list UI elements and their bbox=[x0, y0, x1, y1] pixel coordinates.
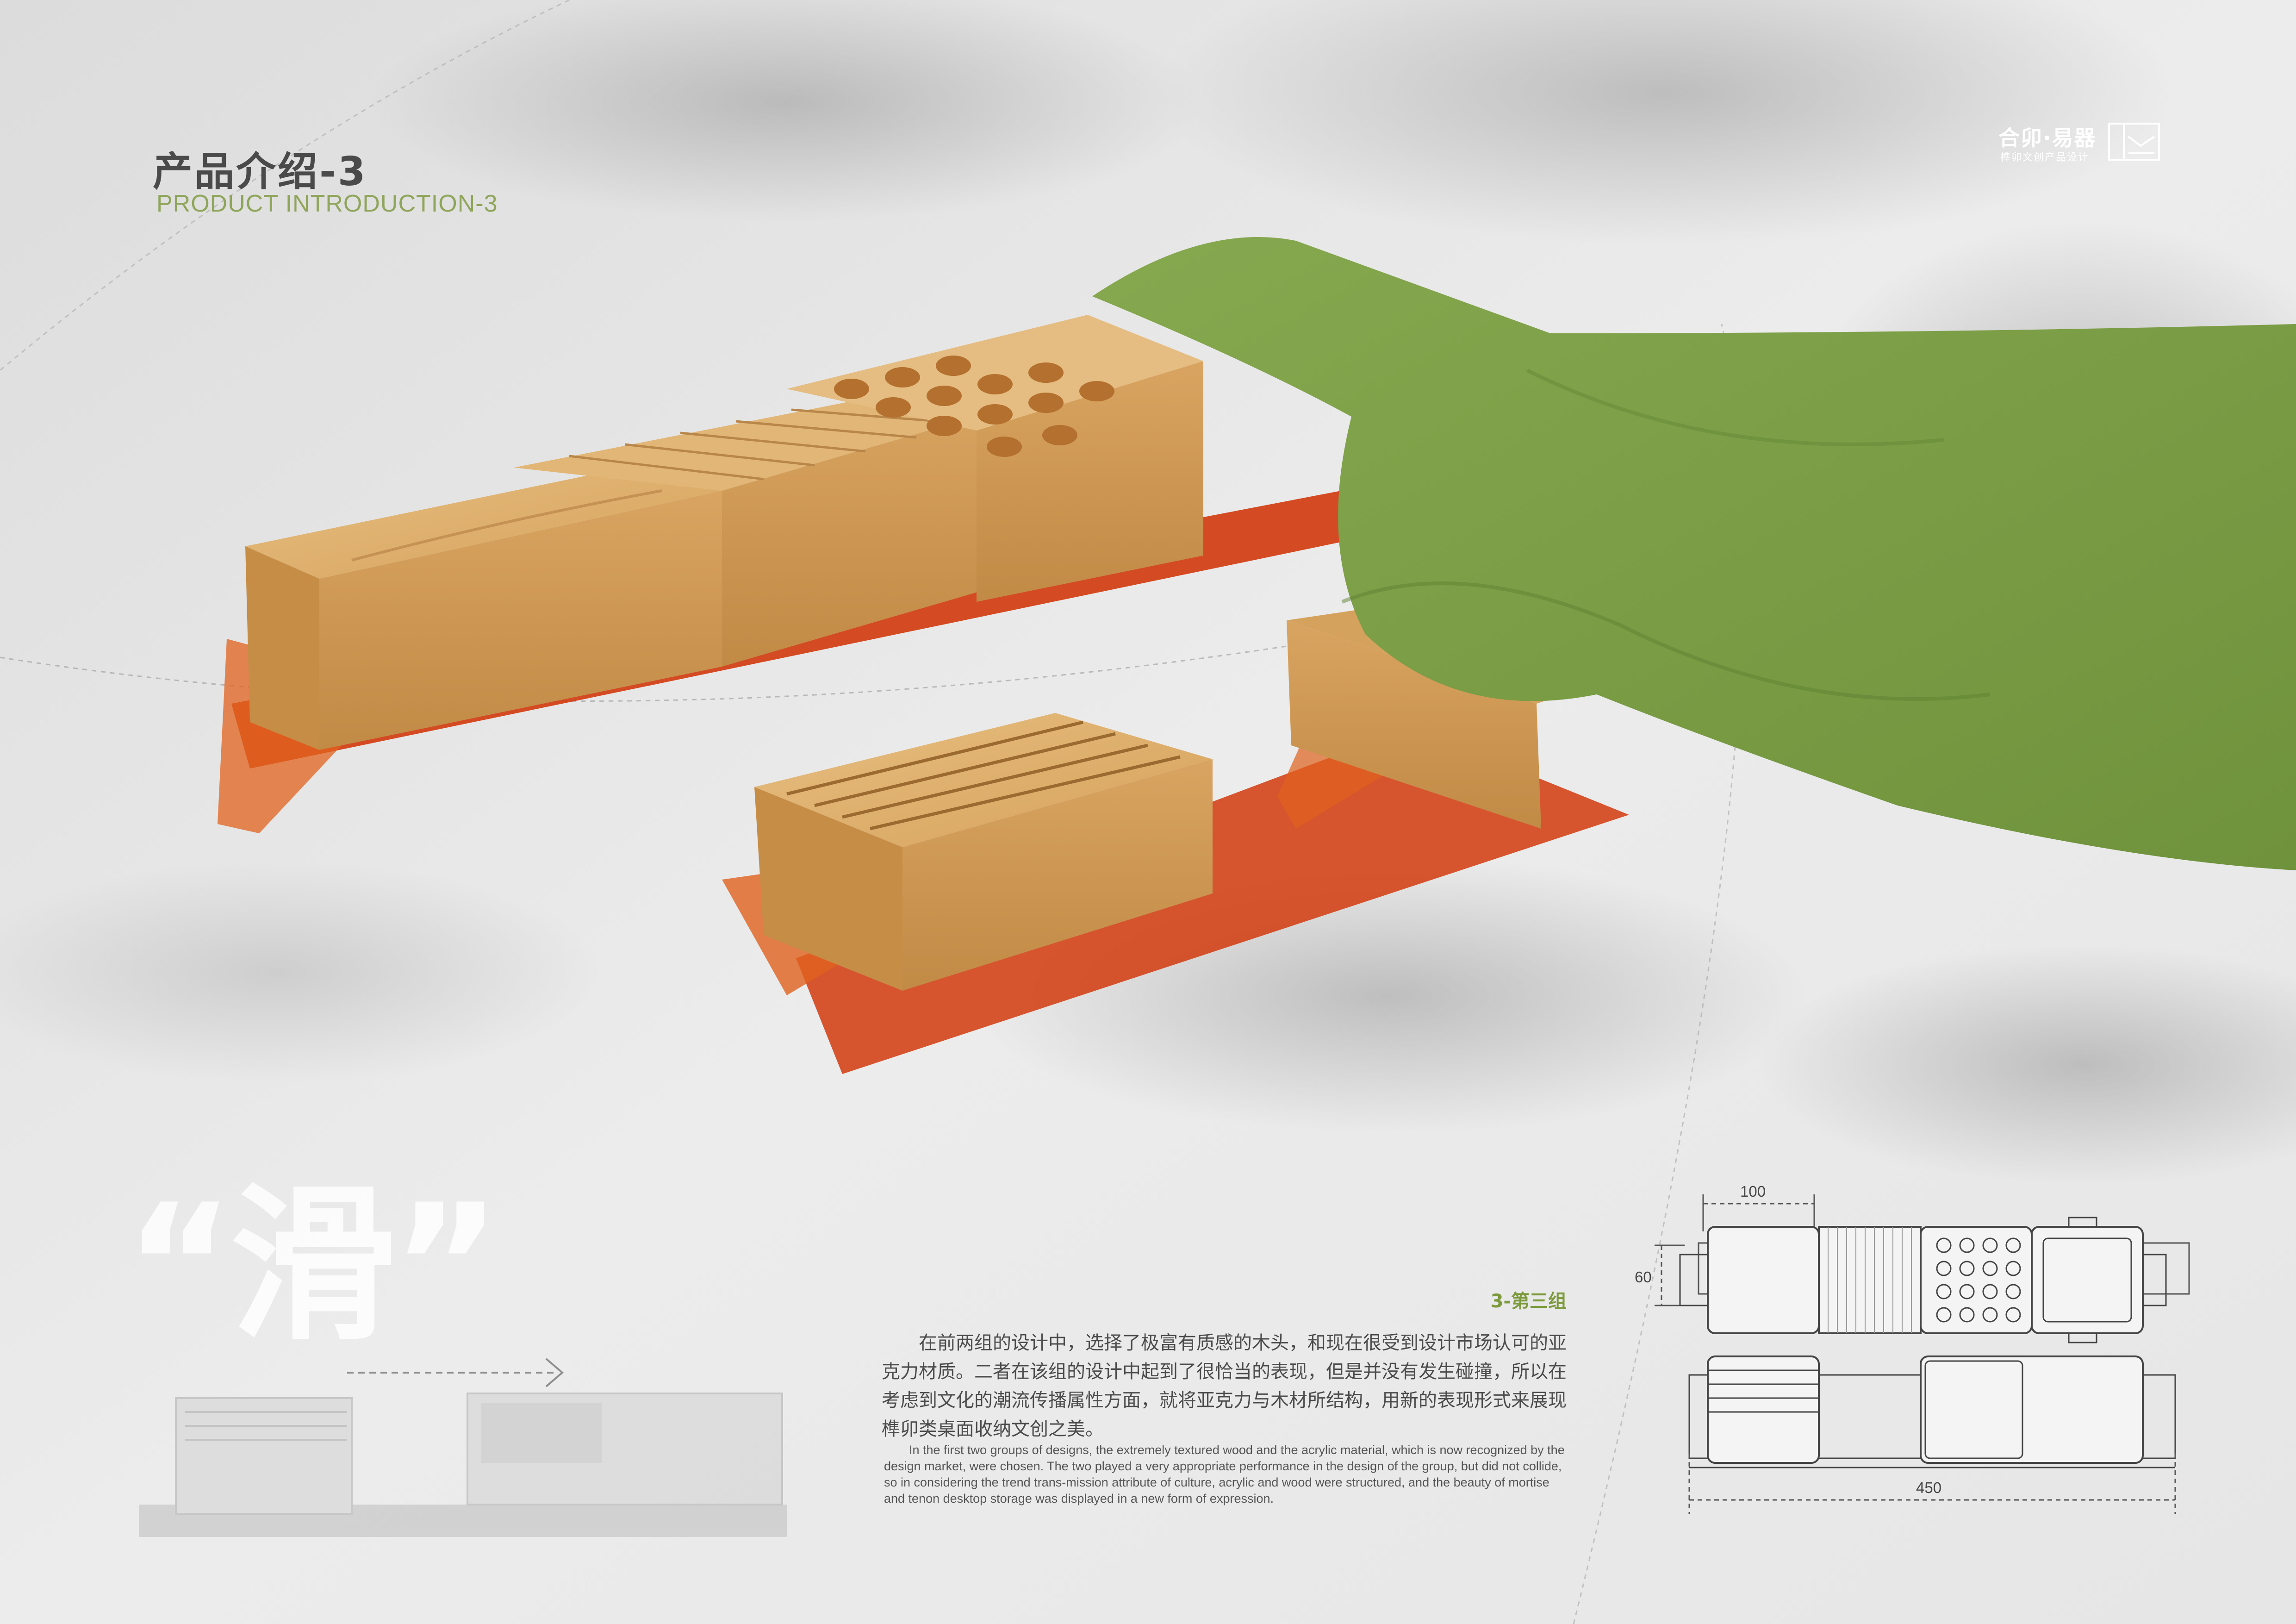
brand-subtitle: 榫卯文创产品设计 bbox=[2000, 152, 2090, 163]
page-subtitle: PRODUCT INTRODUCTION-3 bbox=[156, 190, 498, 217]
dimension-width-label: 100 bbox=[1740, 1183, 1766, 1200]
dimension-length-label: 450 bbox=[1916, 1479, 1941, 1496]
window-seal-icon bbox=[2108, 123, 2160, 161]
section-label: 3-第三组 bbox=[1490, 1291, 1567, 1312]
brand-name: 合卯·易器 bbox=[1998, 125, 2097, 150]
page-title: 产品介绍-3 bbox=[153, 149, 367, 195]
dimension-height-label: 60 bbox=[1635, 1268, 1652, 1286]
feature-word: “滑” bbox=[125, 1168, 501, 1362]
dimension-drawing: 100 60 bbox=[1635, 1183, 2190, 1514]
dashed-arrow-right-icon bbox=[347, 1358, 564, 1387]
description-zh: 在前两组的设计中，选择了极富有质感的木头，和现在很受到设计市场认可的亚克力材质。… bbox=[882, 1332, 1567, 1440]
description-en: In the first two groups of designs, the … bbox=[884, 1443, 1565, 1505]
